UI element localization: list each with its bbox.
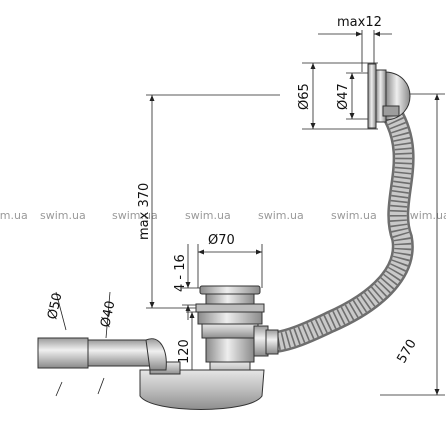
- watermark-row: swim.ua swim.ua swim.ua swim.ua swim.ua …: [0, 209, 446, 222]
- watermark: swim.ua: [258, 209, 304, 222]
- dim-od50: Ø50: [45, 292, 67, 397]
- label-id40: Ø40: [98, 300, 118, 329]
- dim-od70: Ø70: [197, 233, 263, 288]
- watermark: swim.ua: [185, 209, 231, 222]
- outlet-pipe: [37, 337, 167, 371]
- dim-max12: max12: [318, 15, 392, 72]
- watermark: swim.ua: [40, 209, 86, 222]
- watermark: swim.ua: [404, 209, 446, 222]
- dim-max370: max 370: [137, 94, 280, 309]
- label-570: 570: [394, 337, 419, 366]
- label-120: 120: [177, 339, 192, 364]
- label-od50: Ø50: [45, 292, 65, 321]
- watermark: swim.ua: [0, 209, 28, 222]
- watermark: swim.ua: [331, 209, 377, 222]
- drain-plug: [195, 285, 265, 313]
- dim-id47: Ø47: [336, 72, 378, 120]
- dim-od65: Ø65: [297, 62, 378, 130]
- overflow-outlet: [367, 63, 411, 129]
- label-od65: Ø65: [297, 83, 312, 110]
- label-od70: Ø70: [208, 233, 235, 248]
- dim-id40: Ø40: [97, 291, 118, 395]
- watermark: swim.ua: [112, 209, 158, 222]
- label-4-16: 4 - 16: [173, 254, 188, 292]
- label-max370: max 370: [137, 183, 152, 240]
- flexible-hose: [274, 106, 415, 353]
- hose-connector: [253, 325, 279, 357]
- label-max12: max12: [337, 15, 382, 30]
- label-id47: Ø47: [336, 83, 351, 110]
